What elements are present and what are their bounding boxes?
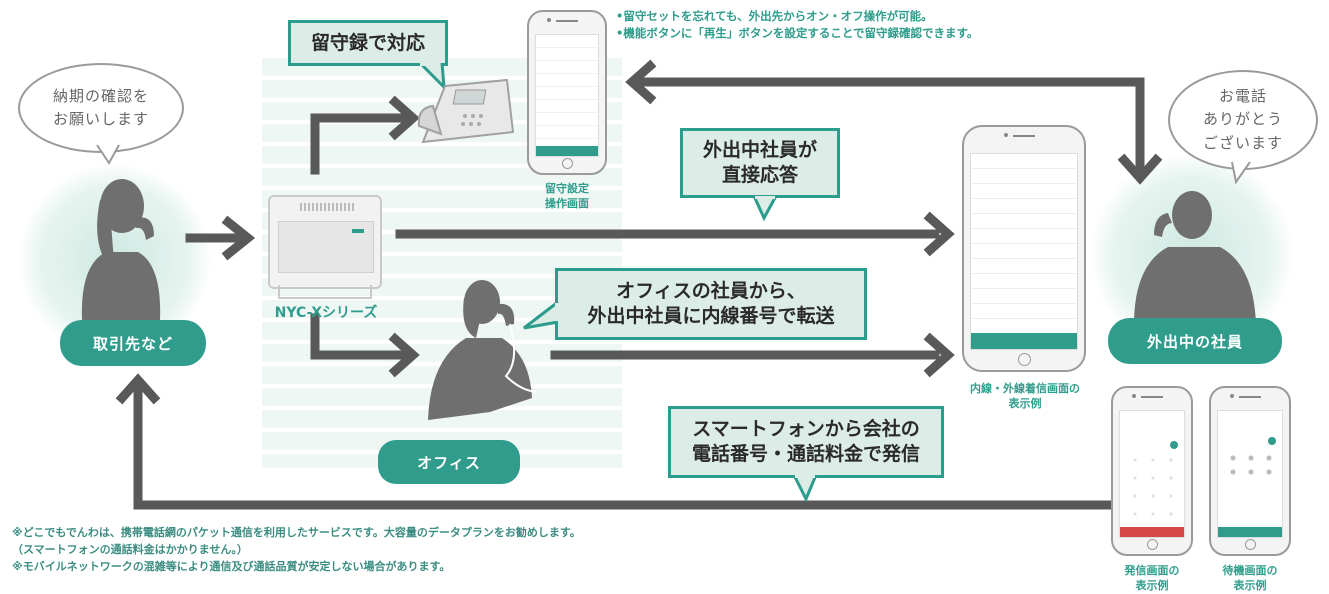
- caption-incoming: 内線・外線着信画面の 表示例: [970, 382, 1080, 410]
- mobile-worker-speech-text: お電話 ありがとう ございます: [1202, 87, 1283, 152]
- arrow-pbx-to-office-worker: [310, 313, 410, 360]
- callout-direct-answer: 外出中社員が 直接応答: [680, 128, 840, 198]
- caller-speech-text: 納期の確認を お願いします: [52, 86, 149, 128]
- office-label: オフィス: [378, 440, 520, 484]
- arrow-pbx-to-deskphone: [310, 113, 410, 175]
- callout-voicemail-tail: [418, 63, 446, 91]
- smartphone-incoming: [962, 125, 1086, 372]
- mobile-worker-bubble-tail: [1231, 160, 1251, 185]
- smartphone-voicemail-setting: [527, 10, 607, 175]
- mobile-worker-speech-bubble: お電話 ありがとう ございます: [1168, 70, 1318, 170]
- office-worker-silhouette: [428, 280, 537, 420]
- smartphone-standby: [1209, 386, 1291, 556]
- caption-standby: 待機画面の 表示例: [1222, 564, 1278, 592]
- pbx-panel: [278, 221, 374, 273]
- pbx-unit: [268, 195, 382, 289]
- caption-voicemail-setting: 留守設定 操作画面: [545, 182, 589, 210]
- caption-outgoing: 発信画面の 表示例: [1124, 564, 1180, 592]
- smartphone-outgoing: [1111, 386, 1193, 556]
- callout-voicemail: 留守録で対応: [288, 20, 448, 66]
- caller-silhouette: [81, 179, 161, 320]
- callout-transfer-tail: [523, 300, 559, 330]
- caller-label: 取引先など: [60, 320, 206, 366]
- standby-screen: [1217, 410, 1283, 538]
- mobile-worker-label: 外出中の社員: [1108, 318, 1282, 364]
- arrow-head: [221, 215, 256, 261]
- desk-phone: [417, 78, 515, 144]
- outgoing-screen: [1119, 410, 1185, 538]
- callout-outgoing-tail: [792, 475, 818, 503]
- footnotes: ※どこでもでんわは、携帯電話網のパケット通信を利用したサービスです。大容量のデー…: [12, 526, 581, 574]
- pbx-label: NYC-Xシリーズ: [274, 305, 378, 321]
- callout-transfer: オフィスの社員から、 外出中社員に内線番号で転送: [555, 268, 867, 340]
- callout-direct-answer-tail: [752, 196, 778, 222]
- callout-outgoing: スマートフォンから会社の 電話番号・通話料金で発信: [668, 406, 944, 478]
- caller-bubble-tail: [96, 143, 120, 165]
- voicemail-notes: •留守セットを忘れても、外出先からオン・オフ操作が可能。 •機能ボタンに「再生」…: [616, 9, 979, 41]
- arrow-mobile-to-voicemail: [635, 77, 1145, 173]
- pbx-indicator: [352, 229, 364, 233]
- incoming-screen: [970, 153, 1078, 350]
- mobile-worker-silhouette: [1134, 191, 1256, 325]
- voicemail-setting-screen: [535, 34, 599, 157]
- pbx-stand: [278, 285, 372, 299]
- pbx-vent: [300, 203, 356, 211]
- caller-speech-bubble: 納期の確認を お願いします: [18, 63, 184, 153]
- arrow-outgoing-to-caller: [133, 385, 1120, 510]
